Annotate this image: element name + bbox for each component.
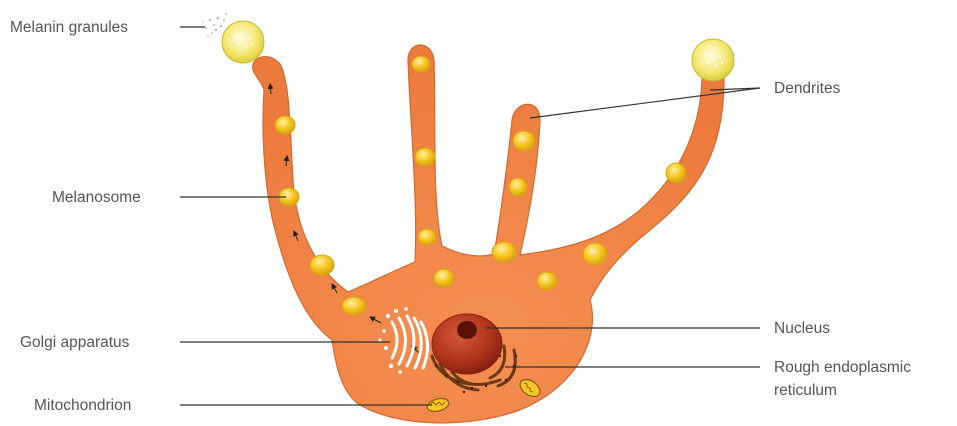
melanin-granule-left [222, 21, 264, 63]
melanosome [434, 269, 454, 287]
melanosome [310, 255, 334, 275]
melanosome [418, 229, 436, 245]
label-rough-er-line2: reticulum [774, 382, 837, 399]
nucleolus [457, 321, 477, 339]
label-golgi-apparatus: Golgi apparatus [20, 334, 130, 351]
leader-dendrites-a [530, 88, 760, 118]
label-nucleus: Nucleus [774, 320, 830, 337]
melanin-dust [202, 13, 227, 37]
melanosome [513, 131, 535, 151]
melanin-granule-right [692, 39, 734, 81]
label-rough-er-line1: Rough endoplasmic [774, 359, 911, 376]
label-melanosome: Melanosome [52, 189, 141, 206]
melanosome [412, 56, 430, 72]
melanosome [492, 242, 516, 262]
melanosome [275, 116, 295, 134]
melanosome [509, 178, 527, 196]
melanosome [666, 163, 686, 183]
melanosome [342, 297, 366, 315]
nucleus [432, 314, 502, 374]
label-dendrites: Dendrites [774, 80, 841, 97]
melanosome [415, 148, 435, 166]
label-melanin-granules: Melanin granules [10, 19, 128, 36]
melanosome [537, 272, 557, 290]
melanosome [583, 243, 607, 265]
label-mitochondrion: Mitochondrion [34, 397, 131, 414]
